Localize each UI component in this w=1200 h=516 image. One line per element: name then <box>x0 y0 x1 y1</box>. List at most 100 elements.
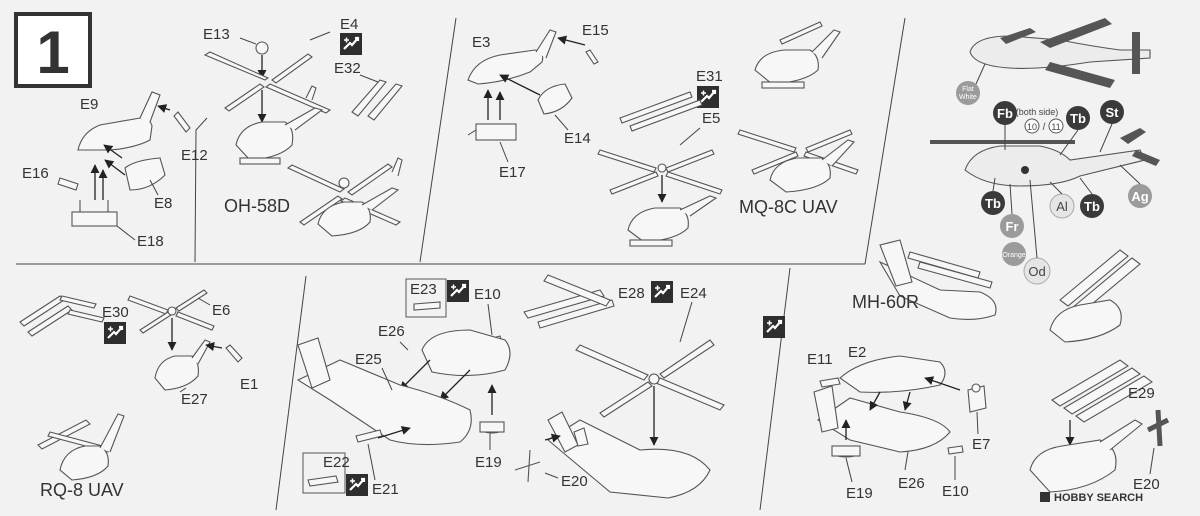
do-not-glue-icon <box>761 314 787 340</box>
watermark-icon <box>1040 492 1050 502</box>
part-e28 <box>543 274 611 307</box>
mast-sight <box>255 41 269 55</box>
paint-tb <box>1066 106 1090 130</box>
part-e12 <box>173 111 191 133</box>
decal-slash: / <box>1043 122 1046 133</box>
label-e2: E2 <box>848 344 866 361</box>
label-e18: E18 <box>137 233 164 250</box>
e22-frame <box>302 452 346 494</box>
mh60r-tail <box>879 239 913 287</box>
part-e19 <box>831 445 861 457</box>
mh60r-tail <box>297 337 331 389</box>
label-e15: E15 <box>582 22 609 39</box>
rotor-blade <box>271 53 313 84</box>
decal-10: 10 <box>1027 122 1037 132</box>
paint-flat-white-label-2: White <box>959 94 977 101</box>
label-e20b: E20 <box>1133 476 1160 493</box>
rotor-hub <box>657 163 667 173</box>
oh58d-rotor-assembly: E13 E4 E32 OH-58D <box>203 16 403 237</box>
paint-fb <box>993 101 1017 125</box>
rotor-blade <box>737 129 797 153</box>
e23-frame <box>405 278 447 318</box>
label-e1: E1 <box>240 376 258 393</box>
part-e30 <box>19 295 65 327</box>
oh58d-tail <box>361 187 400 211</box>
side-view-fuselage <box>964 145 1146 187</box>
both-side-label: (both side) <box>1016 107 1059 117</box>
label-e29: E29 <box>1128 385 1155 402</box>
oh58d-assembly: E9 E12 E16 E8 E18 <box>22 91 208 250</box>
part-e19 <box>479 421 505 433</box>
label-e11: E11 <box>807 351 833 368</box>
label-e10b: E10 <box>942 483 969 500</box>
paint-tb-3-label: Tb <box>1084 199 1100 214</box>
paint-flat-white <box>956 81 980 105</box>
decal-11: 11 <box>1051 122 1060 132</box>
part-e11 <box>819 377 841 388</box>
rq8-tail <box>191 339 211 365</box>
label-e3: E3 <box>472 34 490 51</box>
mq8c-tail <box>535 29 557 59</box>
do-not-glue-icon <box>102 320 128 346</box>
mh60r-paint-guide: Flat White Fb (both side) 10 / 11 Tb St … <box>930 18 1160 285</box>
label-e32: E32 <box>334 60 361 77</box>
rotor-blade <box>917 261 993 289</box>
mq8c-body <box>754 49 819 85</box>
part-e1 <box>225 344 243 363</box>
paint-st <box>1100 100 1124 124</box>
mh60r-upper-body <box>421 329 511 377</box>
rotor-blade <box>575 344 649 381</box>
part-e22 <box>307 475 339 487</box>
rq8-body <box>154 355 199 391</box>
paint-fr-label: Fr <box>1006 219 1019 234</box>
mq8c-tail <box>811 29 841 59</box>
tail-part <box>139 91 161 123</box>
paint-ag <box>1128 184 1152 208</box>
mh60r-tail <box>813 385 839 433</box>
oh58d-fin <box>305 85 317 101</box>
paint-od-label: Od <box>1028 264 1045 279</box>
watermark: HOBBY SEARCH <box>1040 492 1143 504</box>
paint-al-label: Al <box>1056 199 1068 214</box>
label-e10: E10 <box>474 286 501 303</box>
label-e19: E19 <box>475 454 502 471</box>
paint-orange-label: Orange <box>1002 252 1025 259</box>
rotor-blade <box>597 149 657 173</box>
oh58d-tail <box>284 107 324 131</box>
roundel-decal <box>1021 166 1029 174</box>
paint-tb-3 <box>1080 194 1104 218</box>
mq8c-fuselage <box>467 49 544 85</box>
mh60r-fuselage <box>547 419 711 499</box>
rotor-blade <box>1063 367 1141 415</box>
rotor-blade <box>203 51 270 81</box>
side-view-tail-rotor <box>1120 128 1160 166</box>
label-e28: E28 <box>618 285 645 302</box>
label-e8: E8 <box>154 195 172 212</box>
decal-11-mark <box>1048 118 1064 134</box>
mq8c-gear <box>629 239 673 247</box>
label-e23: E23 <box>410 281 437 298</box>
label-e26b: E26 <box>898 475 925 492</box>
do-not-glue-icon <box>344 472 370 498</box>
mh60r-exploded: E23 E10 E26 E25 E19 E22 E21 <box>296 278 511 498</box>
part-e23 <box>413 301 441 311</box>
part-e20 <box>1146 409 1170 447</box>
part-e32 <box>367 83 403 121</box>
divider <box>864 17 906 265</box>
rotor-blade <box>347 163 393 196</box>
top-view-rotor <box>1000 28 1036 44</box>
rotor-hub <box>167 306 177 316</box>
rotor-blade <box>1075 375 1153 423</box>
step-box <box>14 12 92 88</box>
do-not-glue-icon <box>649 279 675 305</box>
rotor-blade <box>659 339 715 379</box>
part-e7-pin <box>971 383 981 393</box>
part-e32 <box>351 79 387 117</box>
rotor-blade <box>665 171 723 195</box>
step-number: 1 <box>36 19 69 86</box>
part-e21 <box>355 429 383 443</box>
rq8-tail <box>99 413 125 453</box>
mq8c-body <box>769 157 831 193</box>
part-e30 <box>27 305 73 337</box>
